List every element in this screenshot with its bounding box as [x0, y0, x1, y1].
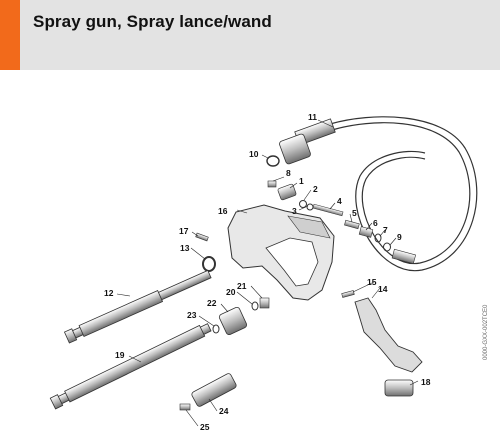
- clip-part-18: [384, 379, 414, 397]
- o-ring-part-20: [251, 301, 259, 311]
- callout-11: 11: [308, 112, 317, 122]
- lance-part-12: [63, 269, 212, 344]
- exploded-parts-diagram: 1 2 3 4 5 6 7 8 9 10 11 12 13 14 15 16 1…: [49, 112, 478, 432]
- o-ring-part-7: [374, 233, 382, 243]
- header-accent-bar: [0, 0, 20, 70]
- callout-10: 10: [249, 149, 259, 159]
- callout-21: 21: [237, 281, 247, 291]
- callout-18: 18: [421, 377, 431, 387]
- hose-connector-part-9: [391, 248, 417, 265]
- gun-body-part-16: [227, 204, 335, 301]
- nut-part-22: [218, 306, 248, 336]
- callout-13: 13: [180, 243, 190, 253]
- callout-15: 15: [367, 277, 377, 287]
- reference-code: 0000-GXX-002TCE0: [483, 304, 489, 360]
- trigger-part-14: [354, 297, 423, 373]
- hose-fitting-part-11: [279, 118, 336, 165]
- callout-23: 23: [187, 310, 197, 320]
- nipple-part-1: [277, 183, 297, 201]
- nozzle-part-24: [191, 373, 237, 407]
- pin-part-15: [341, 290, 355, 298]
- screw-part-8: [267, 180, 277, 188]
- callout-4: 4: [337, 196, 342, 206]
- callout-24: 24: [219, 406, 229, 416]
- spring-part-6: [358, 226, 374, 238]
- screw-part-25: [179, 403, 191, 411]
- callout-3: 3: [292, 206, 297, 216]
- header-band: Spray gun, Spray lance/wand: [0, 0, 500, 70]
- valve-pin-part-5: [344, 219, 360, 230]
- callout-1: 1: [299, 176, 304, 186]
- o-ring-part-9: [383, 242, 391, 252]
- callout-5: 5: [352, 208, 357, 218]
- pin-part-17: [195, 232, 209, 242]
- callout-labels: 1 2 3 4 5 6 7 8 9 10 11 12 13 14 15 16 1…: [104, 112, 431, 432]
- callout-9: 9: [397, 232, 402, 242]
- ring-part-2: [299, 200, 307, 208]
- o-ring-part-10: [266, 155, 280, 167]
- leader-lines: [116, 119, 419, 427]
- lance-part-19: [49, 323, 212, 410]
- callout-20: 20: [226, 287, 236, 297]
- ring-part-3: [306, 203, 314, 211]
- fitting-part-21: [259, 297, 270, 309]
- hose-part-11: [329, 116, 478, 272]
- callout-12: 12: [104, 288, 114, 298]
- page-title: Spray gun, Spray lance/wand: [33, 12, 272, 31]
- ring-part-13: [202, 256, 216, 272]
- callout-22: 22: [207, 298, 217, 308]
- callout-8: 8: [286, 168, 291, 178]
- callout-6: 6: [373, 218, 378, 228]
- callout-14: 14: [378, 284, 388, 294]
- callout-2: 2: [313, 184, 318, 194]
- callout-16: 16: [218, 206, 228, 216]
- callout-25: 25: [200, 422, 210, 432]
- callout-7: 7: [383, 225, 388, 235]
- valve-rod-part-4: [312, 203, 344, 217]
- callout-17: 17: [179, 226, 189, 236]
- callout-19: 19: [115, 350, 125, 360]
- o-ring-part-23: [212, 324, 220, 334]
